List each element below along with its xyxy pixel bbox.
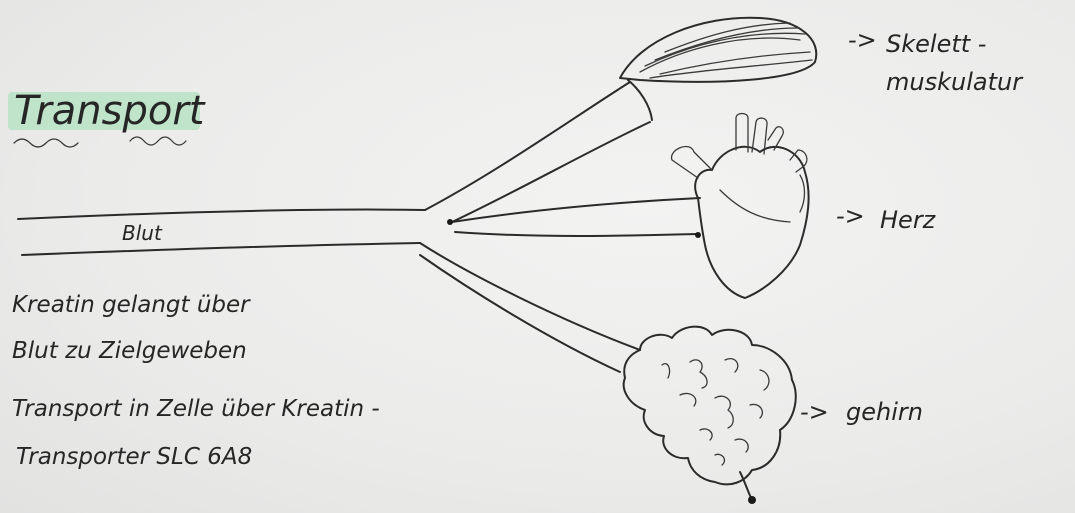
vessel-label: Blut <box>122 221 163 245</box>
muscle-label-line2: muskulatur <box>886 68 1024 96</box>
heart-label: Herz <box>880 206 937 234</box>
muscle-label-line1: Skelett - <box>886 30 986 58</box>
branch-to-muscle <box>425 82 650 222</box>
muscle-arrow: -> <box>848 26 877 54</box>
title-wavy-underline-2 <box>130 137 186 145</box>
brain-icon <box>624 327 796 504</box>
title-wavy-underline-1 <box>14 139 78 147</box>
branch-to-brain <box>420 243 640 372</box>
brain-label: gehirn <box>846 398 923 426</box>
page-title: Transport <box>14 88 206 134</box>
branch-to-heart <box>447 198 701 238</box>
note-line-2: Blut zu Zielgeweben <box>12 338 247 364</box>
muscle-icon <box>620 18 816 120</box>
blood-vessel <box>18 210 425 255</box>
heart-icon <box>672 114 809 299</box>
notes-block: Kreatin gelangt über Blut zu Zielgeweben… <box>12 292 380 470</box>
note-line-4: Transporter SLC 6A8 <box>16 444 252 470</box>
note-line-3: Transport in Zelle über Kreatin - <box>12 396 380 422</box>
note-line-1: Kreatin gelangt über <box>12 292 251 318</box>
brain-arrow: -> <box>800 398 829 426</box>
heart-arrow: -> <box>836 202 865 230</box>
